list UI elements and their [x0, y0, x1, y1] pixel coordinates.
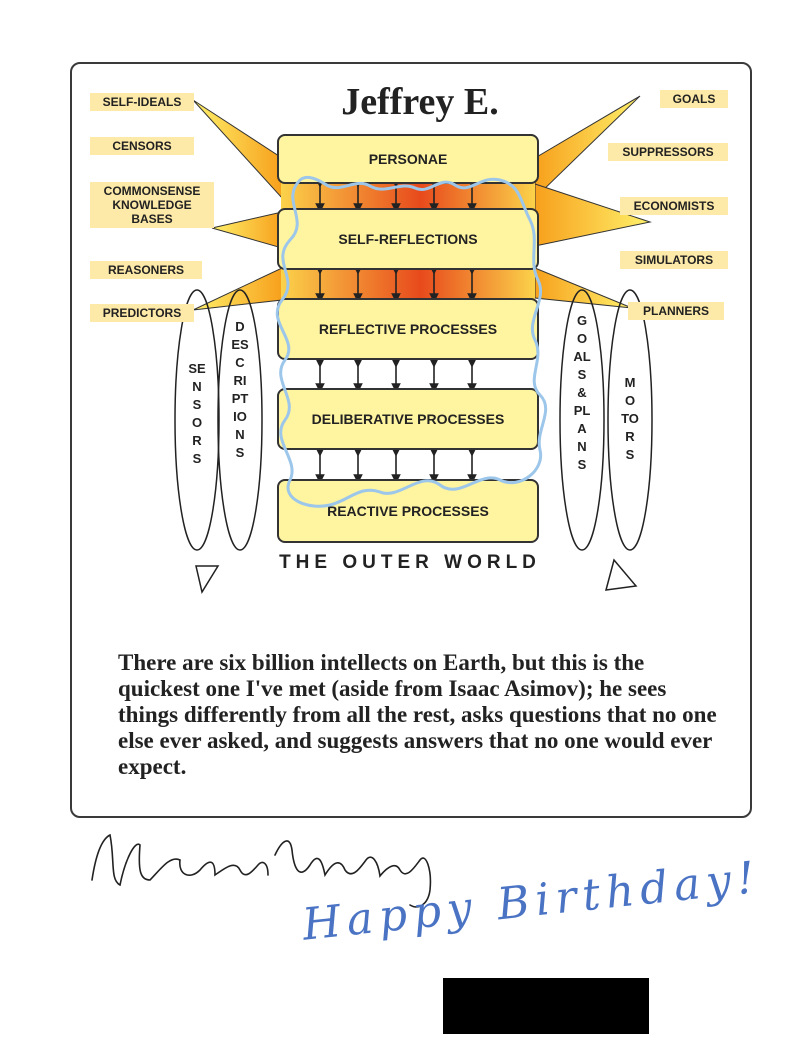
tag-suppressors: SUPPRESSORS	[608, 143, 728, 161]
tag-simulators: SIMULATORS	[620, 251, 728, 269]
tag-goals: GOALS	[660, 90, 728, 108]
tag-predictors: PREDICTORS	[90, 304, 194, 322]
label-descriptions: DESCRIPTIONS	[231, 319, 249, 460]
layer-deliberative-processes: DELIBERATIVE PROCESSES	[277, 388, 539, 450]
squiggle-line	[275, 175, 548, 508]
redaction-box	[443, 978, 649, 1034]
label-goals-plans: GOALS & PLANS	[573, 313, 591, 472]
label-sensors: SENSORS	[188, 361, 206, 466]
triangle-left	[195, 565, 220, 594]
diagram-title: Jeffrey E.	[341, 81, 499, 123]
layer-personae: PERSONAE	[277, 134, 539, 184]
layer-reflective-processes: REFLECTIVE PROCESSES	[277, 298, 539, 360]
descriptions-ellipse	[217, 289, 263, 551]
tag-economists: ECONOMISTS	[620, 197, 728, 215]
label-motors: MOTORS	[621, 375, 639, 462]
layer-self-reflections: SELF-REFLECTIONS	[277, 208, 539, 270]
tag-self-ideals: SELF-IDEALS	[90, 93, 194, 111]
signature-scribble	[91, 833, 432, 908]
arrows-4-5	[315, 447, 477, 484]
outer-world-label: THE OUTER WORLD	[279, 552, 541, 573]
motors-ellipse	[607, 289, 653, 551]
arrows-3-4	[315, 358, 477, 393]
layer-reactive-processes: REACTIVE PROCESSES	[277, 479, 539, 543]
triangle-right	[604, 558, 638, 591]
arrows-2-3	[315, 265, 477, 303]
goals-plans-ellipse	[559, 289, 605, 551]
tag-commonsense: COMMONSENSE KNOWLEDGE BASES	[90, 182, 214, 228]
sensors-ellipse	[174, 289, 220, 551]
tag-censors: CENSORS	[90, 137, 194, 155]
tag-reasoners: REASONERS	[90, 261, 202, 279]
quote-text: There are six billion intellects on Eart…	[118, 650, 717, 779]
figure-frame	[70, 62, 752, 818]
tag-planners: PLANNERS	[628, 302, 724, 320]
